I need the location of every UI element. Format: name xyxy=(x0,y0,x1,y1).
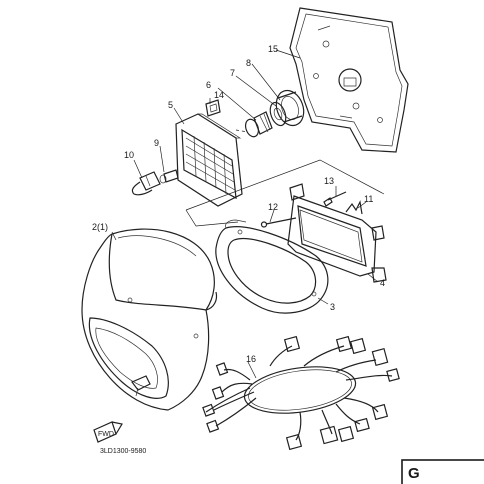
small-bulb-part-9 xyxy=(159,169,179,184)
bracket-plate-part-15 xyxy=(289,7,409,153)
drawing-code: 3LD1300-9580 xyxy=(100,448,146,455)
label-part-8: 8 xyxy=(246,58,251,68)
label-part-10: 10 xyxy=(124,150,134,160)
spring-clip-part-11 xyxy=(345,200,363,215)
forward-direction-arrow-icon: FWD xyxy=(93,421,123,443)
socket-ring-part-8 xyxy=(275,89,305,127)
label-part-5: 5 xyxy=(168,100,173,110)
label-part-3: 3 xyxy=(330,302,335,312)
label-part-11: 11 xyxy=(364,194,373,204)
bulb-socket-part-10 xyxy=(131,171,161,196)
wiring-harness-part-16 xyxy=(202,335,400,451)
fwd-arrow-text: FWD xyxy=(98,431,114,438)
screw-part-12 xyxy=(260,217,297,228)
front-fairing-part-2 xyxy=(81,228,218,411)
label-part-13: 13 xyxy=(324,176,334,186)
headlight-rim-part-4 xyxy=(287,183,387,283)
dust-cover-part-7 xyxy=(269,101,287,127)
label-part-7: 7 xyxy=(230,68,235,78)
headlight-unit-part-5 xyxy=(175,113,243,207)
label-part-15: 15 xyxy=(268,44,278,54)
page-marker-letter: G xyxy=(408,465,420,482)
label-part-12: 12 xyxy=(268,202,278,212)
page-marker: G xyxy=(401,459,484,484)
label-part-14: 14 xyxy=(214,90,224,100)
label-part-9: 9 xyxy=(154,138,159,148)
label-part-4: 4 xyxy=(380,278,385,288)
label-part-6: 6 xyxy=(206,80,211,90)
clip-part-14 xyxy=(205,99,221,117)
bulb-part-6 xyxy=(244,111,273,138)
label-part-2: 2(1) xyxy=(92,222,108,232)
headlight-housing-part-3 xyxy=(215,219,329,314)
leader-lines xyxy=(111,49,379,379)
label-part-16: 16 xyxy=(246,354,256,364)
bolt-part-13 xyxy=(323,191,347,207)
